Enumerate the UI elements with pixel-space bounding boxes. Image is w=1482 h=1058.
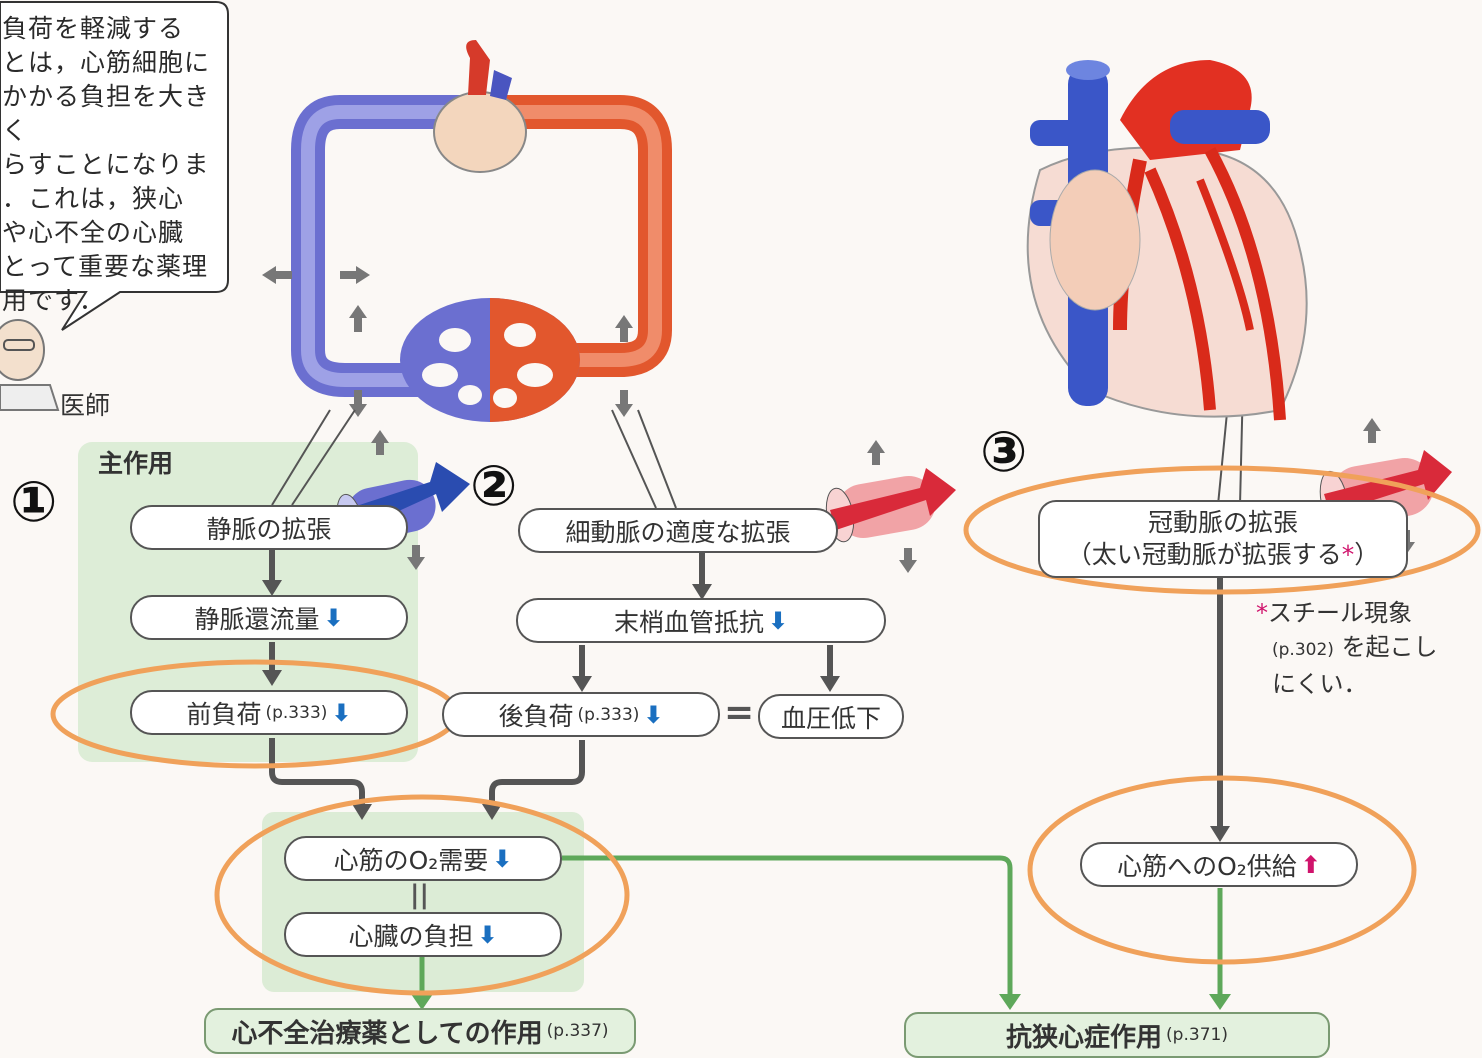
- cardiac-load-box: 心臓の負担 ⬇: [284, 912, 562, 957]
- number-one: ①: [10, 470, 57, 535]
- equals-sign: =: [724, 692, 754, 733]
- venous-return-text: 静脈還流量: [194, 600, 319, 636]
- antianginal-text: 抗狭心症作用: [1006, 1017, 1162, 1054]
- steal-note-line1: スチール現象: [1268, 599, 1412, 627]
- arteriole-dilation-box: 細動脈の適度な拡張: [518, 508, 838, 553]
- vein-dilation-text: 静脈の拡張: [206, 510, 331, 546]
- peripheral-resistance-box: 末梢血管抵抗 ⬇: [516, 598, 886, 643]
- circulation-diagram: [308, 40, 655, 422]
- antianginal-ref: (p.371): [1166, 1025, 1228, 1045]
- arteriole-tube-illustration: [823, 440, 956, 573]
- heart-failure-text: 心不全治療薬としての作用: [231, 1013, 542, 1050]
- preload-text: 前負荷: [186, 695, 261, 731]
- heart-failure-result: 心不全治療薬としての作用 (p.337): [204, 1008, 636, 1054]
- o2-supply-box: 心筋へのO₂供給 ⬆: [1080, 842, 1358, 887]
- o2-supply-text: 心筋へのO₂供給: [1117, 847, 1297, 883]
- star-mark: *: [1256, 599, 1268, 627]
- afterload-ref: (p.333): [577, 705, 639, 725]
- arteriole-dilation-text: 細動脈の適度な拡張: [565, 513, 790, 549]
- down-arrow-icon: ⬇: [477, 921, 497, 949]
- o2-demand-box: 心筋のO₂需要 ⬇: [284, 836, 562, 881]
- afterload-text: 後負荷: [498, 697, 573, 733]
- preload-ref: (p.333): [265, 703, 327, 723]
- o2-demand-text: 心筋のO₂需要: [334, 841, 489, 877]
- coronary-dilation-line2-prefix: （太い冠動脈が拡張する: [1067, 540, 1342, 569]
- equivalence-mark: ||: [410, 880, 429, 910]
- vein-dilation-box: 静脈の拡張: [130, 505, 408, 550]
- bp-drop-box: 血圧低下: [758, 694, 904, 739]
- down-arrow-icon: ⬇: [331, 699, 351, 727]
- peripheral-resistance-text: 末梢血管抵抗: [614, 603, 764, 639]
- down-arrow-icon: ⬇: [643, 701, 663, 729]
- antianginal-result: 抗狭心症作用 (p.371): [904, 1012, 1330, 1058]
- coronary-dilation-line2: （太い冠動脈が拡張する*）: [1067, 539, 1380, 571]
- down-arrow-icon: ⬇: [492, 845, 512, 873]
- venous-return-box: 静脈還流量 ⬇: [130, 595, 408, 640]
- up-arrow-icon: ⬆: [1301, 851, 1321, 879]
- cardiac-load-text: 心臓の負担: [348, 917, 473, 953]
- afterload-box: 後負荷 (p.333) ⬇: [442, 692, 720, 737]
- down-arrow-icon: ⬇: [768, 607, 788, 635]
- steal-note-line2: を起こし: [1342, 633, 1438, 661]
- coronary-dilation-line1: 冠動脈の拡張: [1148, 507, 1298, 539]
- heart-illustration: [1028, 60, 1307, 420]
- coronary-dilation-box: 冠動脈の拡張 （太い冠動脈が拡張する*）: [1038, 500, 1408, 578]
- heart-failure-ref: (p.337): [547, 1021, 609, 1041]
- steal-note-ref: (p.302): [1272, 640, 1334, 660]
- number-two: ②: [470, 454, 517, 519]
- main-action-label: 主作用: [98, 444, 173, 480]
- bp-drop-text: 血圧低下: [781, 699, 881, 735]
- down-arrow-icon: ⬇: [323, 604, 343, 632]
- doctor-label: 医師: [60, 386, 110, 422]
- preload-box: 前負荷 (p.333) ⬇: [130, 690, 408, 735]
- coronary-dilation-line2-suffix: ）: [1354, 540, 1379, 569]
- doctor-figure: [0, 320, 58, 410]
- star-mark: *: [1342, 540, 1355, 569]
- steal-note-line3: にくい．: [1256, 667, 1438, 701]
- speech-bubble-text: 負荷を軽減する とは，心筋細胞に かかる負担を大きく らすことになりま ．これは…: [2, 12, 216, 318]
- steal-note: *スチール現象 (p.302) を起こし にくい．: [1256, 596, 1438, 701]
- number-three: ③: [980, 420, 1027, 485]
